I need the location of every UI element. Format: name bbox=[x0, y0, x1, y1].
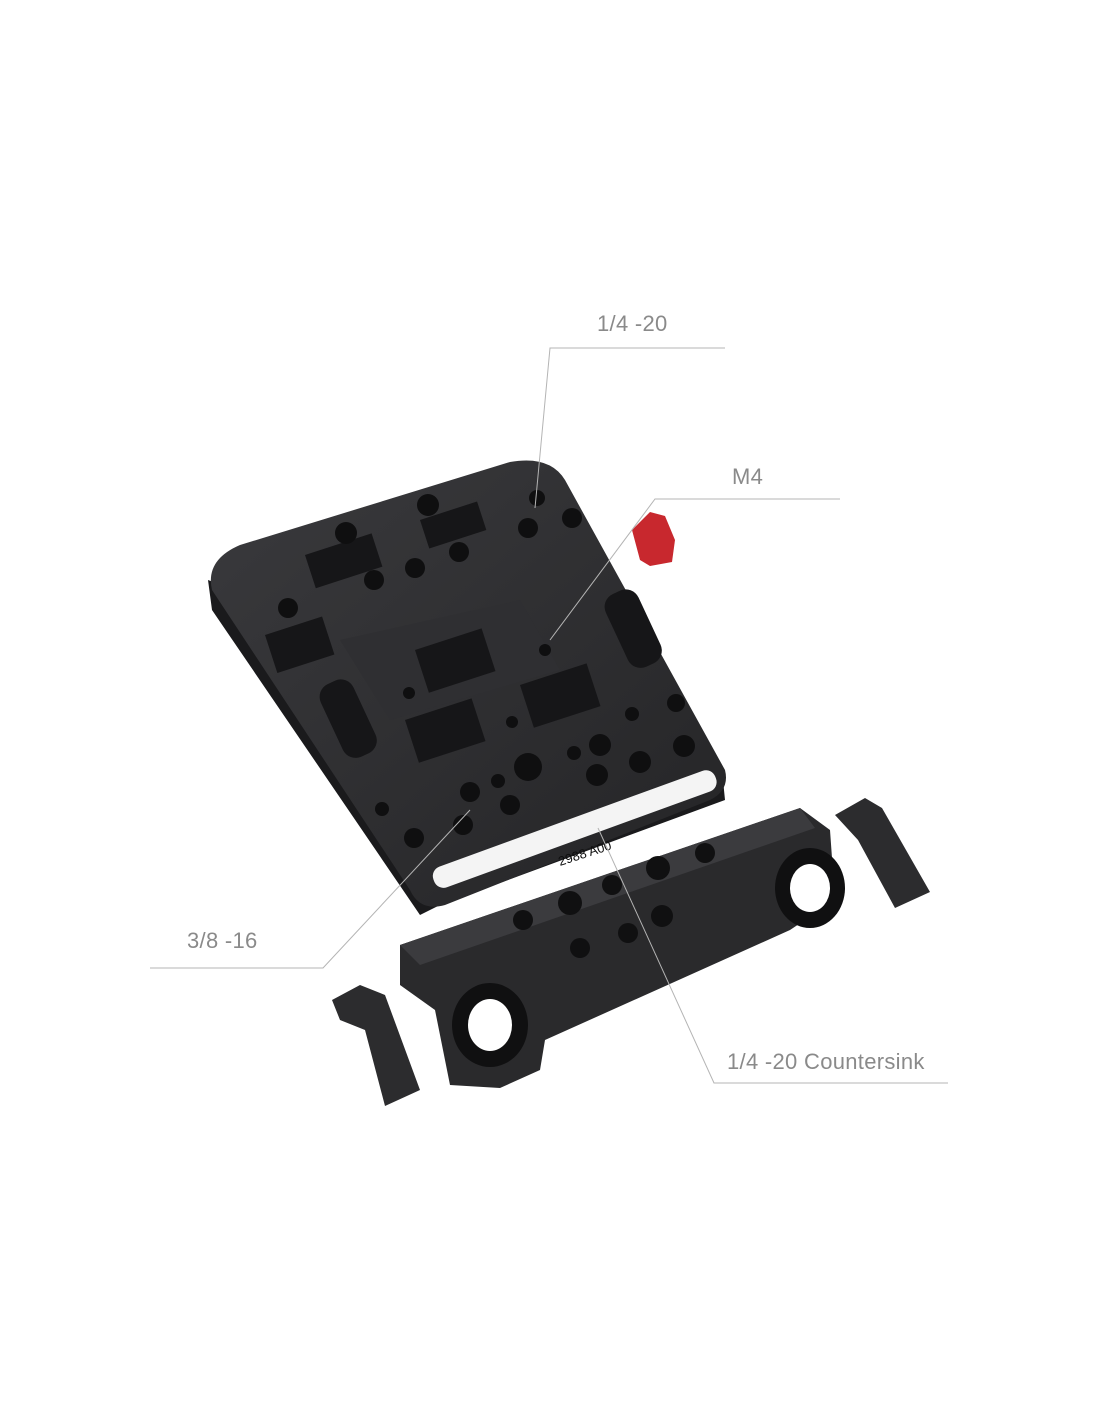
callout-m4: M4 bbox=[732, 464, 764, 489]
callout-three-eighths-16: 3/8 -16 bbox=[187, 928, 258, 953]
plate-slots bbox=[265, 501, 717, 888]
rod-lock-left bbox=[332, 985, 420, 1106]
callout-quarter-20: 1/4 -20 bbox=[597, 311, 668, 336]
callout-quarter-20-countersink: 1/4 -20 Countersink bbox=[727, 1049, 925, 1074]
rod-lock-right bbox=[835, 798, 930, 908]
callout-lines bbox=[150, 347, 948, 1084]
red-locking-knob bbox=[632, 512, 675, 566]
threaded-holes bbox=[278, 490, 695, 848]
